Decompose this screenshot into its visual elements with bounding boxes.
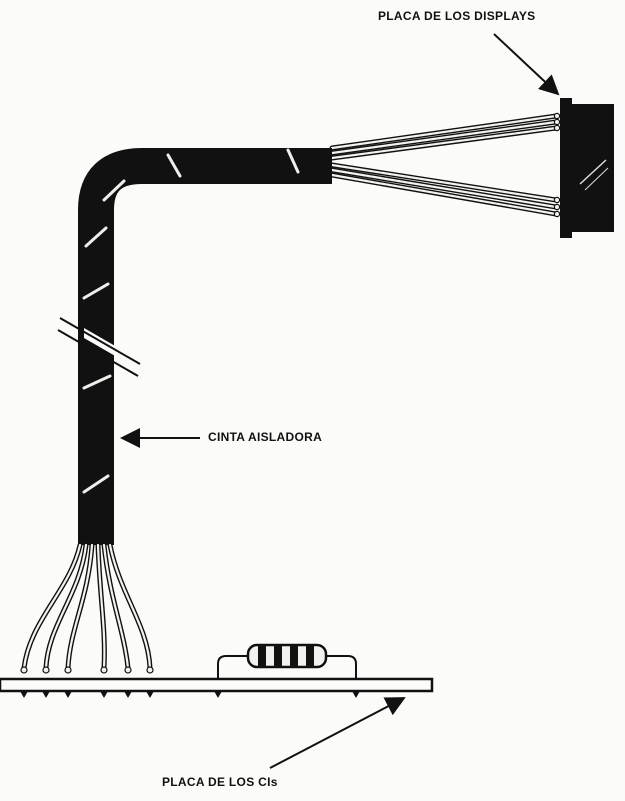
display-wires <box>329 112 561 218</box>
arrow-to-ic-board <box>269 697 406 769</box>
ic-board-label: PLACA DE LOS CIs <box>162 775 278 789</box>
insulating-tape-label: CINTA AISLADORA <box>208 430 323 444</box>
tape-stripes <box>82 148 300 494</box>
ic-wires <box>20 542 154 674</box>
arrow-to-display-board <box>493 33 560 96</box>
taped-cable <box>57 148 332 545</box>
display-board <box>560 98 614 238</box>
pointer-arrows <box>120 33 560 769</box>
ic-board <box>0 677 434 698</box>
resistor <box>217 643 357 680</box>
display-board-label: PLACA DE LOS DISPLAYS <box>378 9 536 23</box>
